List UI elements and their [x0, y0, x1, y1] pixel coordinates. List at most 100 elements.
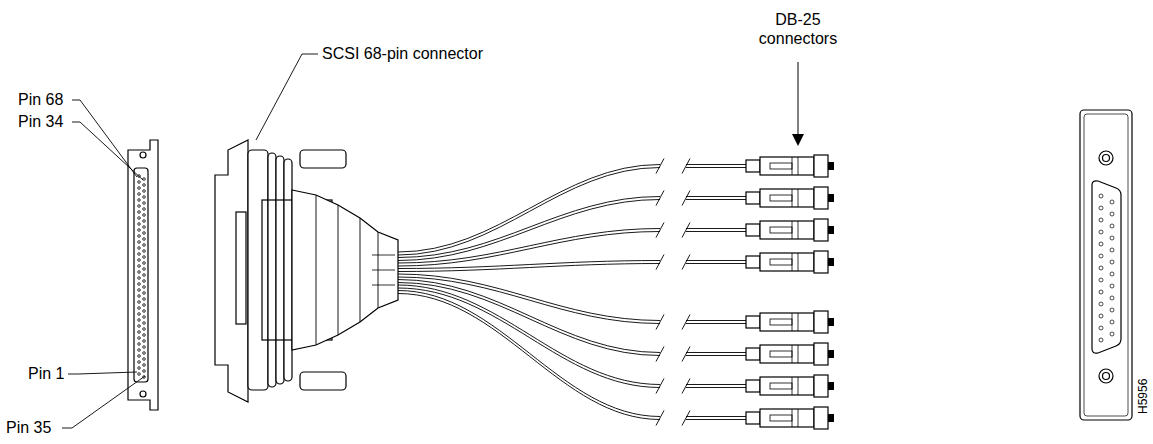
plug-detail [792, 345, 798, 363]
cable-wire [686, 416, 746, 417]
cable-wire [686, 355, 746, 356]
plug-shell [814, 187, 828, 209]
pin-dot [1099, 278, 1103, 282]
pin-dot [138, 283, 141, 286]
pin-dot [143, 292, 146, 295]
plug-shell [814, 155, 828, 177]
strain-relief [746, 348, 760, 360]
pin-dot [143, 352, 146, 355]
cable-wire [686, 352, 746, 353]
plug-tip [828, 382, 834, 390]
plug-shell [814, 219, 828, 241]
strain-relief [746, 192, 760, 204]
cable-wire [686, 231, 746, 232]
pin-dot [143, 280, 146, 283]
strain-relief [746, 256, 760, 268]
pin-dot [138, 181, 141, 184]
breakout-cables [398, 159, 746, 426]
cable-wire [398, 288, 660, 388]
plug-body [760, 377, 814, 395]
plug-shell [814, 251, 828, 273]
pin-dot [1099, 194, 1103, 198]
break-mark [656, 191, 690, 206]
plug-latch [770, 195, 792, 201]
pin-dot [138, 265, 141, 268]
scsi-connector-body [215, 54, 398, 402]
pin-label: Pin 68 [18, 90, 63, 109]
figure-number: H5956 [1136, 379, 1150, 414]
pin-dot [138, 187, 141, 190]
pin-dot [143, 238, 146, 241]
pin-dot [143, 364, 146, 367]
plug-latch [770, 351, 792, 357]
pin-dot [138, 301, 141, 304]
pin-dot [138, 349, 141, 352]
pin-label: Pin 34 [18, 112, 63, 131]
break-mark [656, 255, 690, 270]
strain-relief [746, 160, 760, 172]
plug-tip [828, 194, 834, 202]
pin-dot [143, 274, 146, 277]
pin-dot [1099, 218, 1103, 222]
pin-dot [1110, 200, 1114, 204]
cable-wire [686, 384, 746, 385]
pin-dot [143, 268, 146, 271]
cable-wire [686, 260, 746, 261]
pin-dot [143, 322, 146, 325]
pin-dot [1110, 308, 1114, 312]
plug-latch [770, 259, 792, 265]
pin-dot [138, 355, 141, 358]
plug-detail [792, 253, 798, 271]
cable-wire [398, 168, 660, 256]
pin-dot [143, 256, 146, 259]
plug-shell [814, 407, 828, 429]
pin-dot [143, 184, 146, 187]
pin-dot [1099, 230, 1103, 234]
pin-dot [138, 259, 141, 262]
pin-dot [1099, 254, 1103, 258]
pin-dot [143, 178, 146, 181]
cable-wire [686, 320, 746, 321]
pin-dot [138, 241, 141, 244]
pin-dot [138, 289, 141, 292]
pin-dot [138, 373, 141, 376]
strain-relief [746, 380, 760, 392]
pin-dot [138, 343, 141, 346]
pin-dot [1110, 320, 1114, 324]
pin-dot [1099, 314, 1103, 318]
plug-body [760, 157, 814, 175]
pin-dot [1110, 260, 1114, 264]
pin-dot [143, 196, 146, 199]
pin-dot [1099, 266, 1103, 270]
plug-shell [814, 343, 828, 365]
pin-dot [143, 316, 146, 319]
pin-dot [138, 331, 141, 334]
pin-dot [1110, 272, 1114, 276]
pin-dot [143, 334, 146, 337]
plug-shell [814, 375, 828, 397]
pin-dot [138, 325, 141, 328]
pin-dot [138, 307, 141, 310]
pin-dot [1110, 212, 1114, 216]
scsi-face-view [62, 100, 158, 428]
break-mark [656, 379, 690, 394]
cable-wire [398, 197, 660, 258]
plug-latch [770, 227, 792, 233]
plug-body [760, 313, 814, 331]
cable-wire [686, 387, 746, 388]
plug-detail [792, 313, 798, 331]
pin-dot [1099, 338, 1103, 342]
pin-dot [138, 247, 141, 250]
pin-dot [143, 304, 146, 307]
pin-dot [1099, 326, 1103, 330]
pin-dot [143, 286, 146, 289]
cable-wire [686, 228, 746, 229]
plug-detail [792, 189, 798, 207]
plug-tip [828, 350, 834, 358]
pin-dot [1110, 248, 1114, 252]
plug-detail [792, 377, 798, 395]
cable-wire [398, 165, 660, 253]
pin-dot [138, 211, 141, 214]
strain-relief [746, 316, 760, 328]
pin-dot [143, 220, 146, 223]
